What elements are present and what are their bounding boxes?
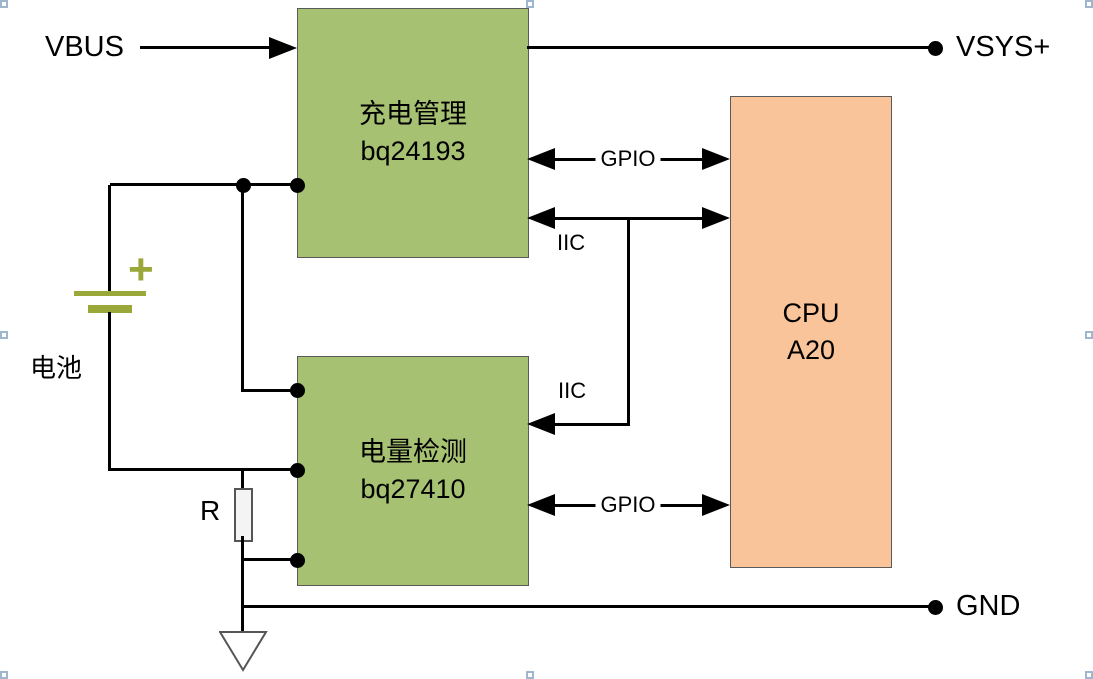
branch-vertical-wire — [241, 185, 244, 392]
selection-handle-bottom-left — [0, 671, 8, 679]
battery-top-wire — [110, 183, 298, 186]
vbus-arrowhead-icon — [269, 37, 297, 59]
vsys-label: VSYS+ — [956, 31, 1051, 63]
cpu-block-model: A20 — [786, 335, 836, 365]
battery-plus-sign: + — [128, 245, 154, 294]
vsys-wire — [527, 46, 935, 49]
gpio-top-label: GPIO — [595, 146, 661, 172]
battery-top-lead — [108, 185, 111, 293]
resistor-label: R — [200, 495, 221, 526]
selection-handle-middle-right — [1085, 331, 1093, 339]
battery-positive-plate-icon — [74, 291, 146, 296]
gauge-middle-terminal-dot — [290, 463, 305, 478]
iic-branch-label: IIC — [558, 378, 587, 403]
gpio-bottom-right-arrowhead-icon — [702, 494, 730, 516]
gauge-block-title: 电量检测 — [359, 437, 467, 467]
gpio-bottom-left-arrowhead-icon — [527, 494, 555, 516]
charge-block-part-number: bq24193 — [360, 136, 466, 166]
iic-branch-vertical-wire — [627, 218, 630, 426]
gnd-terminal-dot — [928, 600, 943, 615]
gpio-bottom-label: GPIO — [595, 492, 661, 518]
battery-bottom-lead — [108, 312, 111, 471]
gauge-upper-terminal-dot — [290, 383, 305, 398]
charge-block-title: 充电管理 — [359, 99, 467, 129]
battery-negative-plate-icon — [88, 305, 132, 313]
iic-branch-arrowhead-icon — [527, 413, 555, 435]
gauge-block-part-number: bq27410 — [360, 474, 466, 504]
iic-left-arrowhead-icon — [527, 207, 555, 229]
charge-block-terminal-dot — [290, 178, 305, 193]
iic-right-arrowhead-icon — [702, 207, 730, 229]
gauge-upper-wire — [243, 389, 297, 392]
selection-handle-bottom-center — [526, 671, 534, 679]
cpu-block: CPU A20 — [730, 96, 892, 568]
fuel-gauge-block: 电量检测 bq27410 — [297, 356, 529, 586]
resistor-top-lead — [241, 470, 244, 490]
selection-handle-top-right — [1085, 0, 1093, 8]
resistor-body-icon — [234, 488, 253, 542]
iic-branch-horizontal-wire — [553, 423, 630, 426]
selection-handle-middle-left — [0, 331, 8, 339]
vbus-label: VBUS — [45, 31, 124, 63]
battery-label: 电池 — [30, 353, 83, 383]
iic-top-label: IIC — [557, 230, 586, 255]
gnd-wire — [243, 605, 935, 608]
gpio-top-right-arrowhead-icon — [702, 148, 730, 170]
gauge-lower-terminal-dot — [290, 553, 305, 568]
vbus-wire — [140, 46, 271, 49]
battery-bottom-wire — [110, 468, 298, 471]
gauge-lower-wire — [243, 558, 297, 561]
charge-management-block: 充电管理 bq24193 — [297, 8, 529, 258]
selection-handle-bottom-right — [1085, 671, 1093, 679]
selection-handle-top-left — [0, 0, 8, 8]
ground-symbol-icon — [219, 631, 268, 672]
gpio-top-left-arrowhead-icon — [527, 148, 555, 170]
cpu-block-title: CPU — [782, 298, 840, 328]
selection-handle-top-center — [526, 0, 534, 8]
vsys-terminal-dot — [928, 41, 943, 56]
resistor-bottom-lead — [241, 536, 244, 633]
gnd-label: GND — [956, 590, 1021, 622]
